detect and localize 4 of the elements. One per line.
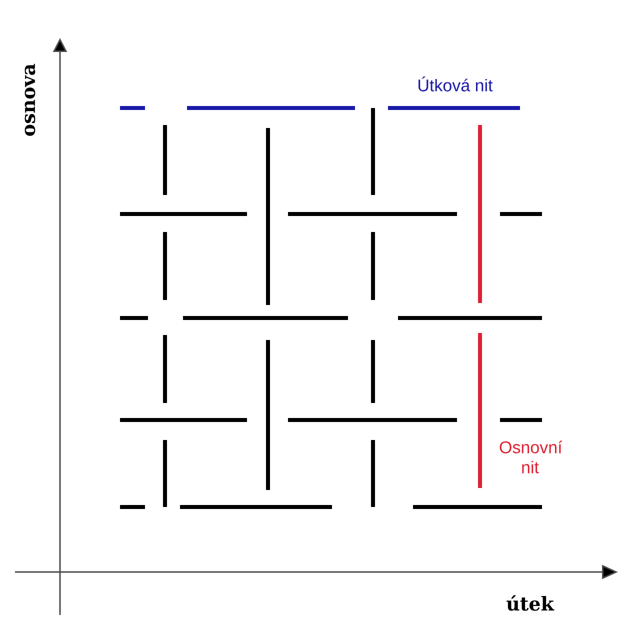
- axis-label: osnova: [24, 64, 36, 136]
- axis-label: útek: [506, 595, 554, 611]
- thread-label: Osnovní nit: [500, 440, 562, 474]
- thread-label: Útková nit: [418, 76, 493, 92]
